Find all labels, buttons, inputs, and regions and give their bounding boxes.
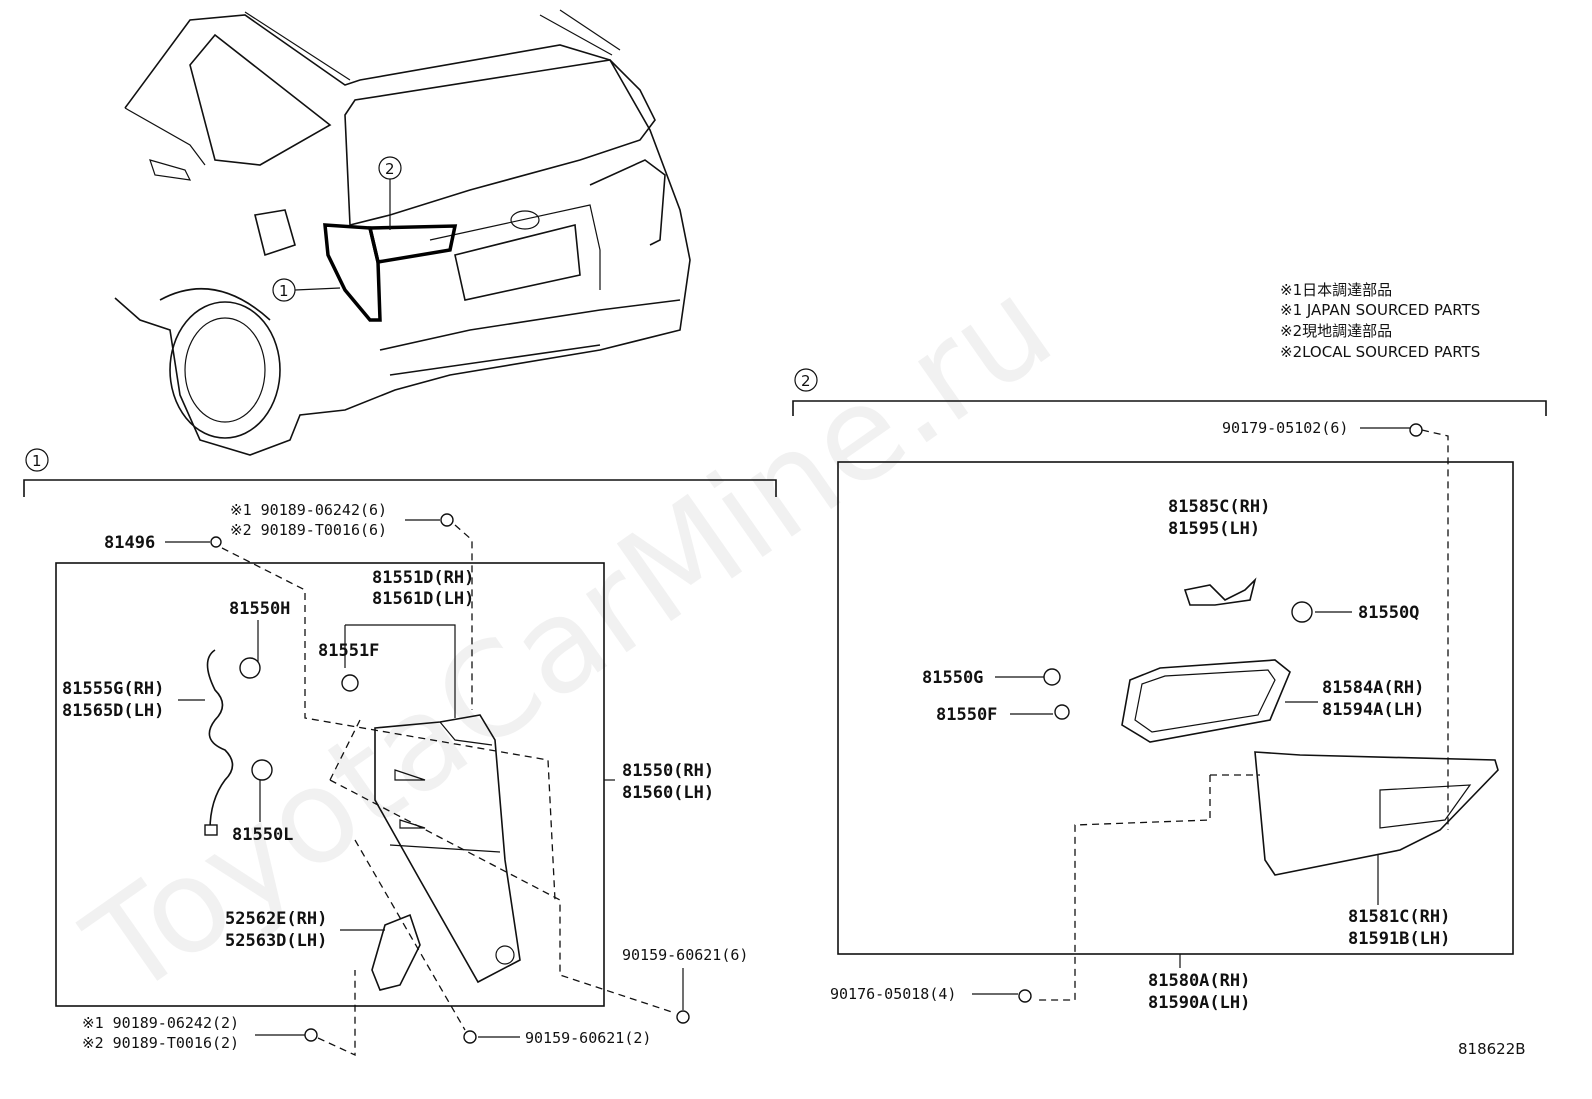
note-2-en: ※2LOCAL SOURCED PARTS	[1280, 343, 1480, 361]
group-1-tail-lamp: 1 81496 ※1 90189-06242(6) ※2 90189-T0016…	[23, 448, 777, 1057]
inner-lamp	[1254, 751, 1499, 876]
label-81551D: 81551D(RH)	[372, 568, 474, 588]
label-81580A: 81580A(RH)	[1148, 971, 1250, 991]
label-81550Q: 81550Q	[1358, 603, 1419, 623]
label-81555G: 81555G(RH)	[62, 679, 164, 699]
label-81590A: 81590A(LH)	[1148, 993, 1250, 1013]
label-90189-T0016-6: ※2 90189-T0016(6)	[230, 521, 387, 539]
label-81550: 81550(RH)	[622, 761, 714, 781]
lamp-bracket	[371, 913, 421, 991]
label-81595: 81595(LH)	[1168, 519, 1260, 539]
sourcing-notes: ※1日本調達部品 ※1 JAPAN SOURCED PARTS ※2現地調達部品…	[1280, 281, 1480, 361]
label-90189-06242-6: ※1 90189-06242(6)	[230, 501, 387, 519]
diagram-id: 818622B	[1458, 1040, 1526, 1058]
lamp-gasket	[1121, 659, 1291, 743]
label-90189-06242-2: ※1 90189-06242(2)	[82, 1014, 239, 1032]
watermark: ToyotaCarMine.ru	[60, 249, 1078, 1025]
label-90189-T0016-2: ※2 90189-T0016(2)	[82, 1034, 239, 1052]
label-81550L: 81550L	[232, 825, 293, 845]
label-90176-05018: 90176-05018(4)	[830, 985, 956, 1003]
note-1-jp: ※1日本調達部品	[1280, 281, 1392, 299]
callout-2: 2	[801, 372, 811, 390]
label-52562E: 52562E(RH)	[225, 909, 327, 929]
callout-1: 1	[32, 452, 42, 470]
label-81585C: 81585C(RH)	[1168, 497, 1270, 517]
note-1-en: ※1 JAPAN SOURCED PARTS	[1280, 301, 1480, 319]
lamp-socket	[1183, 577, 1257, 606]
label-81496: 81496	[104, 533, 155, 553]
group-2-inner-lamp: 2 90179-05102(6) 81585C(RH) 81595(LH) 81…	[792, 368, 1547, 1013]
label-90159-60621-6: 90159-60621(6)	[622, 946, 748, 964]
svg-text:1: 1	[279, 282, 289, 300]
label-81550F: 81550F	[936, 705, 997, 725]
rear-combination-lamp	[374, 714, 521, 984]
label-81560: 81560(LH)	[622, 783, 714, 803]
label-90179-05102: 90179-05102(6)	[1222, 419, 1348, 437]
label-81550G: 81550G	[922, 668, 983, 688]
label-52563D: 52563D(LH)	[225, 931, 327, 951]
label-81581C: 81581C(RH)	[1348, 907, 1450, 927]
wire-harness	[206, 649, 234, 831]
svg-text:2: 2	[385, 160, 395, 178]
label-81565D: 81565D(LH)	[62, 701, 164, 721]
vehicle-illustration: 2 1	[114, 9, 691, 456]
label-81594A: 81594A(LH)	[1322, 700, 1424, 720]
label-81591B: 81591B(LH)	[1348, 929, 1450, 949]
label-81584A: 81584A(RH)	[1322, 678, 1424, 698]
label-81551F: 81551F	[318, 641, 379, 661]
note-2-jp: ※2現地調達部品	[1280, 322, 1392, 340]
label-90159-60621-2: 90159-60621(2)	[525, 1029, 651, 1047]
label-81550H: 81550H	[229, 599, 290, 619]
label-81561D: 81561D(LH)	[372, 589, 474, 609]
